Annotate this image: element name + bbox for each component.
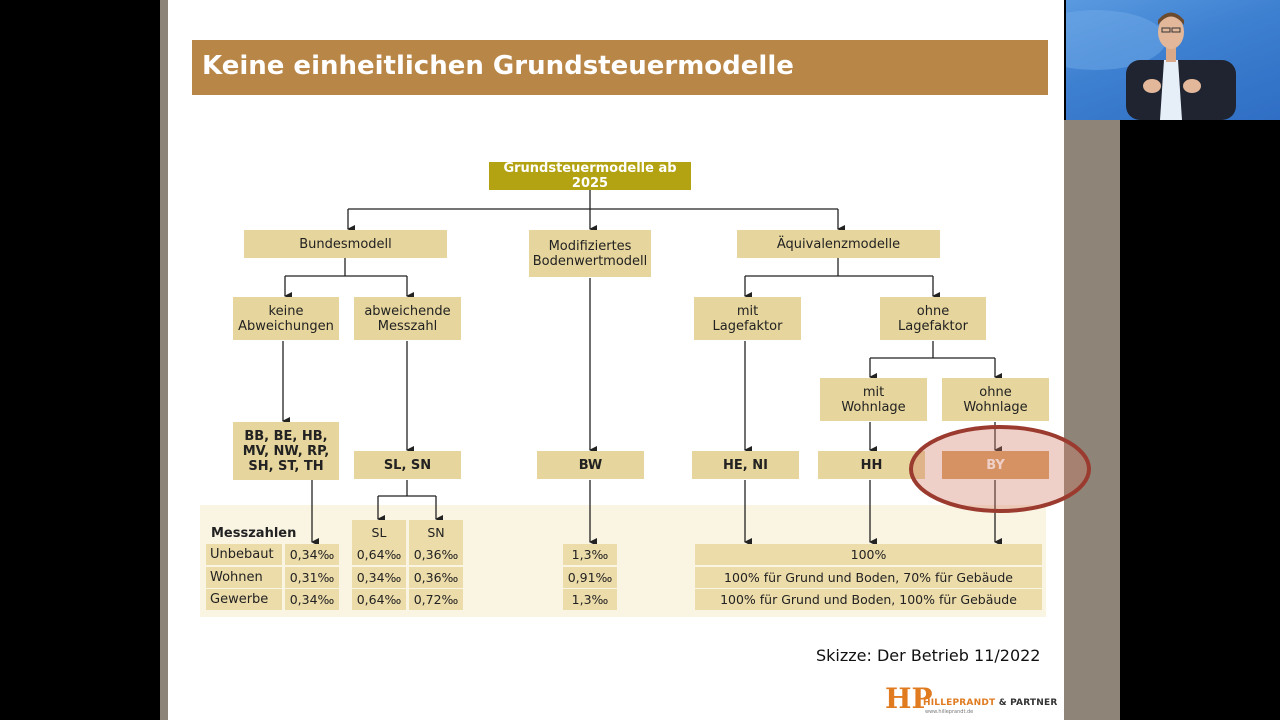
logo-name-part1: HILLEPRANDT bbox=[923, 698, 996, 708]
node-state-hh: HH bbox=[818, 451, 925, 479]
logo-name-part2: & PARTNER bbox=[998, 698, 1058, 708]
node-abweichende-messzahl: abweichende Messzahl bbox=[354, 297, 461, 340]
company-logo-text: HILLEPRANDT & PARTNER bbox=[923, 698, 1057, 708]
states-bund-line2: MV, NW, RP, bbox=[242, 443, 330, 459]
node-modifiziertes-bodenwertmodell: Modifiziertes Bodenwertmodell bbox=[529, 230, 651, 277]
row-label-wohnen: Wohnen bbox=[206, 567, 282, 588]
company-url: www.hilleprandt.de bbox=[925, 709, 974, 715]
node-abweichende-line2: Messzahl bbox=[377, 318, 438, 334]
cell-gewerbe-sn: 0,72‰ bbox=[409, 589, 463, 610]
company-logo-mark: HP bbox=[885, 682, 933, 715]
node-mit-lage-line2: Lagefaktor bbox=[712, 318, 783, 334]
left-black-bar bbox=[0, 0, 160, 720]
table-subheader-sn: SN bbox=[409, 520, 463, 544]
cell-wohnen-aequivalenz: 100% für Grund und Boden, 70% für Gebäud… bbox=[695, 567, 1042, 588]
cell-unbebaut-bund: 0,34‰ bbox=[285, 544, 339, 565]
source-caption: Skizze: Der Betrieb 11/2022 bbox=[816, 646, 1041, 665]
node-modifiziert-line1: Modifiziertes bbox=[548, 238, 632, 254]
node-ohne-wohn-line1: ohne bbox=[979, 384, 1012, 400]
cell-unbebaut-sn: 0,36‰ bbox=[409, 544, 463, 565]
table-subheader-sl: SL bbox=[352, 520, 406, 544]
node-aequivalenzmodelle: Äquivalenzmodelle bbox=[737, 230, 940, 258]
node-ohne-wohn-line2: Wohnlage bbox=[963, 399, 1028, 415]
cell-wohnen-sl: 0,34‰ bbox=[352, 567, 406, 588]
table-header-messzahlen: Messzahlen bbox=[211, 526, 297, 541]
node-keine-abweichungen: keine Abweichungen bbox=[233, 297, 339, 340]
row-label-unbebaut: Unbebaut bbox=[206, 544, 282, 565]
cell-wohnen-sn: 0,36‰ bbox=[409, 567, 463, 588]
cell-unbebaut-sl: 0,64‰ bbox=[352, 544, 406, 565]
node-modifiziert-line2: Bodenwertmodell bbox=[532, 253, 648, 269]
node-abweichende-line1: abweichende bbox=[364, 303, 451, 319]
slide-edge bbox=[160, 0, 168, 720]
highlight-circle bbox=[909, 425, 1091, 513]
node-mit-lagefaktor: mit Lagefaktor bbox=[694, 297, 801, 340]
cell-gewerbe-bw: 1,3‰ bbox=[563, 589, 617, 610]
cell-gewerbe-aequivalenz: 100% für Grund und Boden, 100% für Gebäu… bbox=[695, 589, 1042, 610]
node-mit-wohn-line1: mit bbox=[862, 384, 885, 400]
right-gray-panel bbox=[1064, 120, 1120, 720]
node-mit-wohn-line2: Wohnlage bbox=[841, 399, 906, 415]
node-states-he-ni: HE, NI bbox=[692, 451, 799, 479]
node-ohne-lagefaktor: ohne Lagefaktor bbox=[880, 297, 986, 340]
node-states-bundesmodell: BB, BE, HB, MV, NW, RP, SH, ST, TH bbox=[233, 422, 339, 480]
node-states-sl-sn: SL, SN bbox=[354, 451, 461, 479]
node-bundesmodell: Bundesmodell bbox=[244, 230, 447, 258]
presenter-video[interactable] bbox=[1066, 0, 1280, 120]
node-mit-wohnlage: mit Wohnlage bbox=[820, 378, 927, 421]
title-bar bbox=[192, 40, 1048, 95]
node-keine-line2: Abweichungen bbox=[238, 318, 334, 334]
node-ohne-lage-line1: ohne bbox=[916, 303, 950, 319]
cell-wohnen-bund: 0,31‰ bbox=[285, 567, 339, 588]
node-keine-line1: keine bbox=[268, 303, 304, 319]
cell-gewerbe-sl: 0,64‰ bbox=[352, 589, 406, 610]
node-state-by: BY bbox=[942, 451, 1049, 479]
states-bund-line1: BB, BE, HB, bbox=[244, 428, 328, 444]
node-state-bw: BW bbox=[537, 451, 644, 479]
cell-wohnen-bw: 0,91‰ bbox=[563, 567, 617, 588]
cell-gewerbe-bund: 0,34‰ bbox=[285, 589, 339, 610]
cell-unbebaut-bw: 1,3‰ bbox=[563, 544, 617, 565]
node-mit-lage-line1: mit bbox=[736, 303, 759, 319]
row-label-gewerbe: Gewerbe bbox=[206, 589, 282, 610]
node-ohne-lage-line2: Lagefaktor bbox=[898, 318, 968, 334]
cell-unbebaut-aequivalenz: 100% bbox=[695, 544, 1042, 565]
states-bund-line3: SH, ST, TH bbox=[248, 458, 324, 474]
presenter-figure bbox=[1066, 10, 1236, 120]
slide-title: Keine einheitlichen Grundsteuermodelle bbox=[202, 51, 794, 81]
root-node: Grundsteuermodelle ab 2025 bbox=[489, 161, 691, 191]
node-ohne-wohnlage: ohne Wohnlage bbox=[942, 378, 1049, 421]
